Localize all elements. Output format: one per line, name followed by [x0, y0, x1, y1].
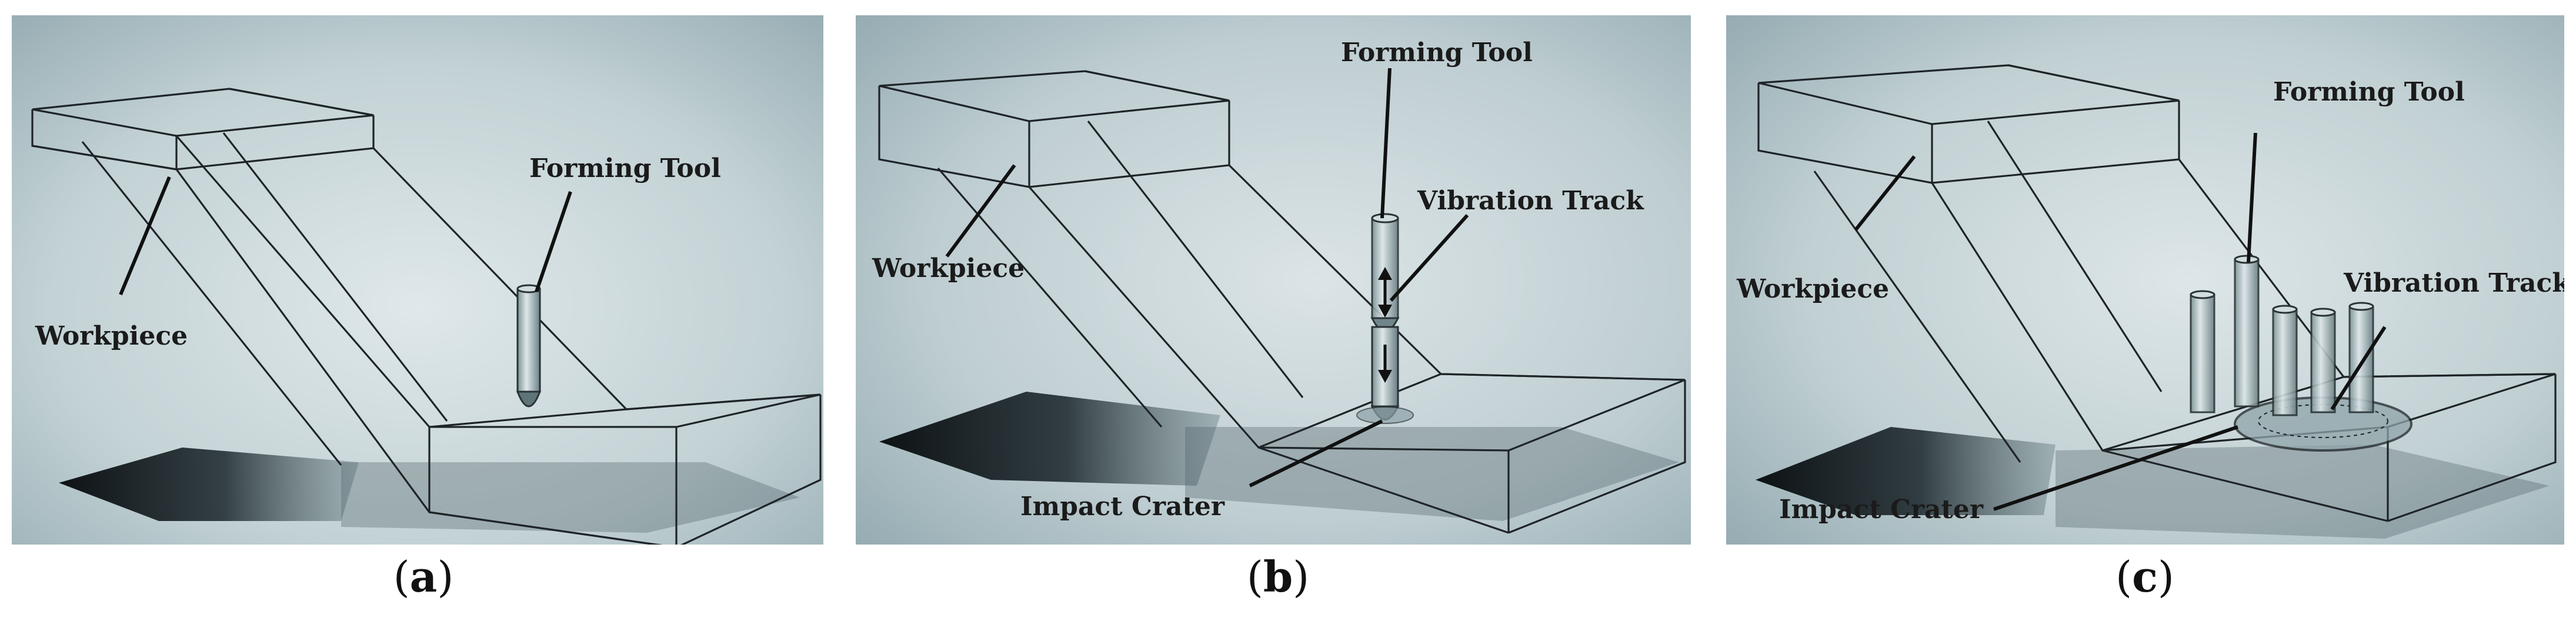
panel-a-shadow	[59, 448, 359, 521]
panel-c-forming-tools	[2190, 255, 2374, 416]
panel-b-vibration-track-label: Vibration Track	[1417, 186, 1644, 216]
panel-c-workpiece	[1757, 64, 2557, 522]
panel-a-workpiece	[31, 88, 822, 545]
panel-b: Forming Tool Vibration Track Workpiece I…	[856, 15, 1691, 545]
panel-c-vibration-track-leader	[2330, 326, 2387, 410]
panel-c-illustration: Forming Tool Vibration Track Workpiece I…	[1726, 15, 2564, 545]
panel-b-shadow	[879, 392, 1220, 486]
panel-a: Forming Tool Workpiece	[12, 15, 823, 545]
caption-c-letter: c	[2132, 552, 2158, 602]
panel-c-shadow	[1756, 427, 2056, 515]
caption-c: (c)	[2115, 552, 2175, 602]
panel-c-forming-tool-label: Forming Tool	[2273, 77, 2465, 107]
panel-a-workpiece-leader	[119, 176, 171, 296]
panel-c-workpiece-label: Workpiece	[1736, 274, 1889, 304]
caption-a: (a)	[393, 552, 454, 602]
caption-a-letter: a	[409, 552, 438, 602]
panel-c-shadow-base	[2056, 445, 2550, 539]
panel-b-impact-crater-leader	[1249, 419, 1383, 488]
panel-c-vibration-track-label: Vibration Track	[2343, 268, 2564, 298]
caption-b-letter: b	[1263, 552, 1293, 602]
panel-b-forming-tool-label: Forming Tool	[1341, 38, 1533, 68]
panel-a-background	[12, 15, 823, 545]
panel-a-forming-tool	[516, 284, 542, 408]
panel-b-shadow-base	[1185, 427, 1679, 521]
panel-c-impact-crater-leader	[1993, 425, 2238, 511]
panel-c-impact-crater-label: Impact Crater	[1779, 495, 1984, 525]
panel-a-forming-tool-leader	[535, 191, 572, 292]
panel-a-illustration: Forming Tool Workpiece	[12, 15, 823, 545]
panel-c: Forming Tool Vibration Track Workpiece I…	[1726, 15, 2564, 545]
panel-b-workpiece-leader	[945, 164, 1016, 258]
panel-b-workpiece-label: Workpiece	[872, 253, 1025, 283]
panel-b-forming-tool-leader	[1380, 68, 1392, 219]
panel-a-forming-tool-label: Forming Tool	[529, 153, 721, 183]
panel-b-illustration: Forming Tool Vibration Track Workpiece I…	[856, 15, 1691, 545]
panel-b-vibration-track-leader	[1389, 213, 1469, 302]
panel-b-vibration-arrow	[1378, 267, 1392, 383]
caption-b: (b)	[1246, 552, 1310, 602]
panel-b-impact-crater-label: Impact Crater	[1020, 492, 1225, 522]
panel-c-forming-tool-leader	[2247, 132, 2257, 263]
panel-c-workpiece-leader	[1854, 155, 1916, 231]
panel-a-workpiece-label: Workpiece	[35, 321, 188, 351]
